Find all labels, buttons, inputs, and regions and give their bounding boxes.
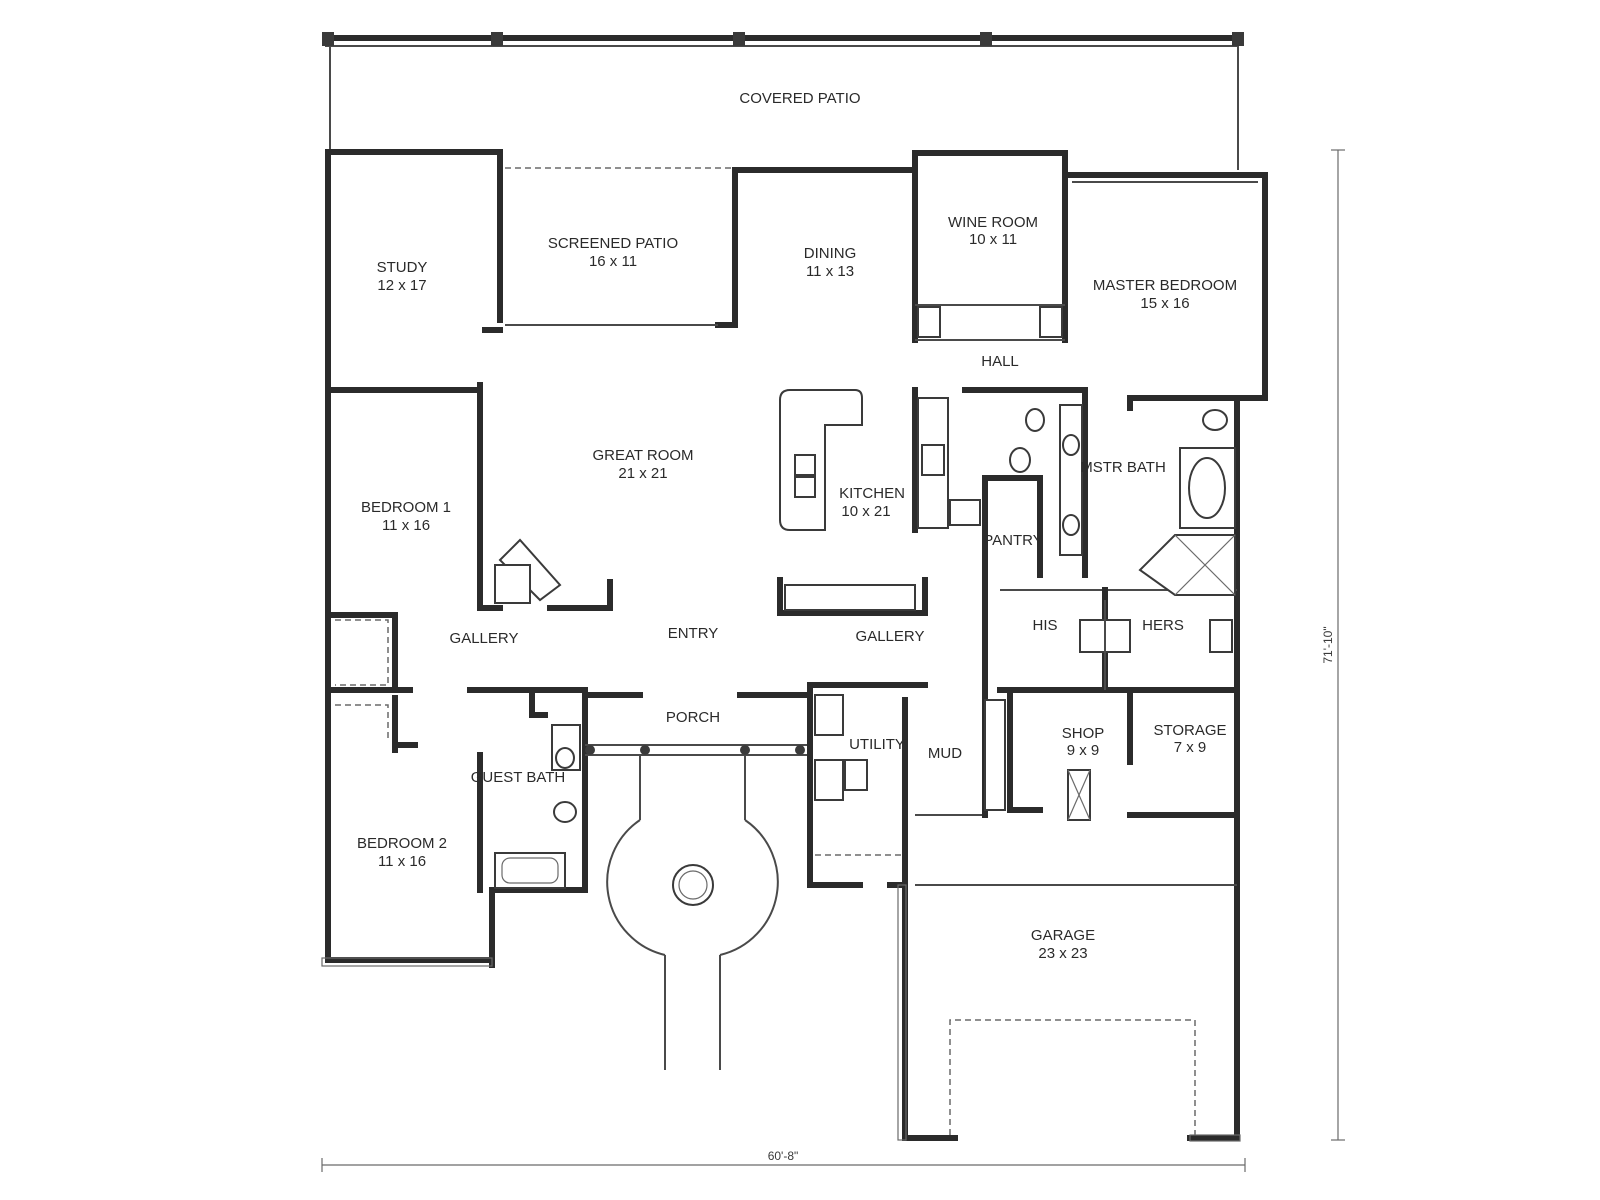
label-hers: HERS [1142,617,1184,634]
label-bedroom1: BEDROOM 1 [361,499,451,516]
size-study: 12 x 17 [377,277,426,294]
label-gallery-right: GALLERY [856,628,925,645]
label-shop: SHOP [1062,725,1105,742]
fixtures [494,389,1236,1135]
size-dining: 11 x 13 [806,263,854,280]
label-garage: GARAGE [1031,927,1095,944]
label-bedroom2: BEDROOM 2 [357,835,447,852]
dimension-depth: 71'-10" [1321,626,1335,663]
label-guest-bath: GUEST BATH [471,769,565,786]
covered-patio-outline [322,32,1244,170]
label-pantry: PANTRY [983,532,1042,549]
label-mstr-bath: MSTR BATH [1080,459,1166,476]
size-wine-room: 10 x 11 [969,231,1017,248]
label-wine-room: WINE ROOM [948,214,1038,231]
size-bedroom1: 11 x 16 [382,517,430,534]
walls [321,149,1268,1142]
dimension-width: 60'-8" [768,1149,799,1163]
label-hall: HALL [981,353,1019,370]
dimension-lines [321,149,1345,1172]
label-great-room: GREAT ROOM [592,447,693,464]
label-kitchen: KITCHEN [839,485,905,502]
label-study: STUDY [377,259,428,276]
label-porch: PORCH [666,709,720,726]
size-screened-patio: 16 x 11 [589,253,637,270]
label-covered-patio: COVERED PATIO [739,90,860,107]
label-screened-patio: SCREENED PATIO [548,235,678,252]
label-utility: UTILITY [849,736,905,753]
label-mud: MUD [928,745,962,762]
size-shop: 9 x 9 [1067,742,1100,759]
label-dining: DINING [804,245,857,262]
front-walkway [606,755,779,1070]
size-master-bedroom: 15 x 16 [1140,295,1189,312]
size-storage: 7 x 9 [1174,739,1207,756]
label-his: HIS [1032,617,1057,634]
label-entry: ENTRY [668,625,719,642]
size-garage: 23 x 23 [1038,945,1087,962]
label-storage: STORAGE [1153,722,1226,739]
label-master-bedroom: MASTER BEDROOM [1093,277,1237,294]
room-labels: COVERED PATIO STUDY 12 x 17 SCREENED PAT… [357,90,1335,1163]
size-kitchen: 10 x 21 [841,503,890,520]
label-gallery-left: GALLERY [450,630,519,647]
size-bedroom2: 11 x 16 [378,853,426,870]
size-great-room: 21 x 21 [618,465,667,482]
